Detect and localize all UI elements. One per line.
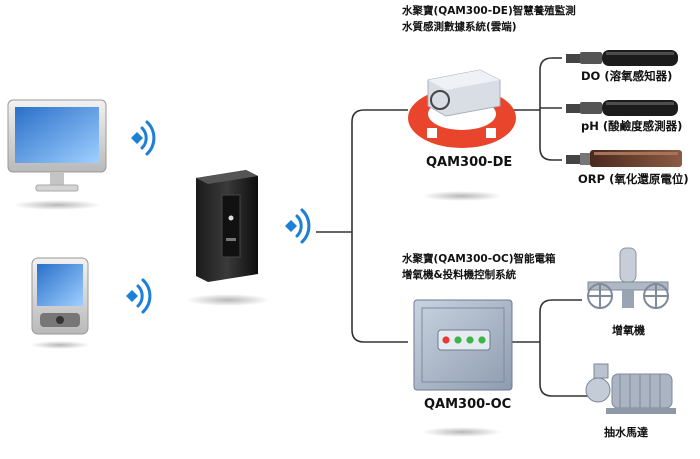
connector-lines <box>316 57 590 397</box>
water-pump-icon <box>585 363 676 414</box>
sensor-label-orp: ORP (氧化還原電位) <box>578 172 689 186</box>
desktop-monitor-icon <box>7 99 107 210</box>
qam300-de-device-icon <box>408 69 516 201</box>
sensor-probe-icon <box>566 150 682 167</box>
sensor-label-ph: pH (酸鹼度感測器) <box>581 119 683 133</box>
oc-system-title-line1: 水聚寶(QAM300-OC)智能電箱 <box>402 253 556 265</box>
sensor-probe-icon <box>566 50 678 66</box>
de-system-title-line1: 水聚寶(QAM300-DE)智慧養殖監測 <box>402 5 576 17</box>
oc-device-label: QAM300-OC <box>424 397 512 412</box>
de-device-label: QAM300-DE <box>426 155 513 170</box>
equipment-label-aerator: 增氧機 <box>612 324 645 337</box>
qam300-oc-device-icon <box>413 299 513 437</box>
server-tower-icon <box>186 170 270 306</box>
equipment-label-pump: 抽水馬達 <box>604 426 648 439</box>
aerator-icon <box>587 247 669 309</box>
sensor-probe-icon <box>566 100 678 116</box>
wifi-signal-icon <box>126 278 152 314</box>
oc-system-title-line2: 增氧機&投料機控制系統 <box>402 269 517 281</box>
wifi-signal-icon <box>285 208 311 244</box>
de-system-title-line2: 水質感測數據系統(雲端) <box>402 21 517 33</box>
wifi-signal-icon <box>131 120 156 156</box>
sensor-label-do: DO (溶氧感知器) <box>581 69 673 83</box>
smartphone-icon <box>30 257 90 349</box>
